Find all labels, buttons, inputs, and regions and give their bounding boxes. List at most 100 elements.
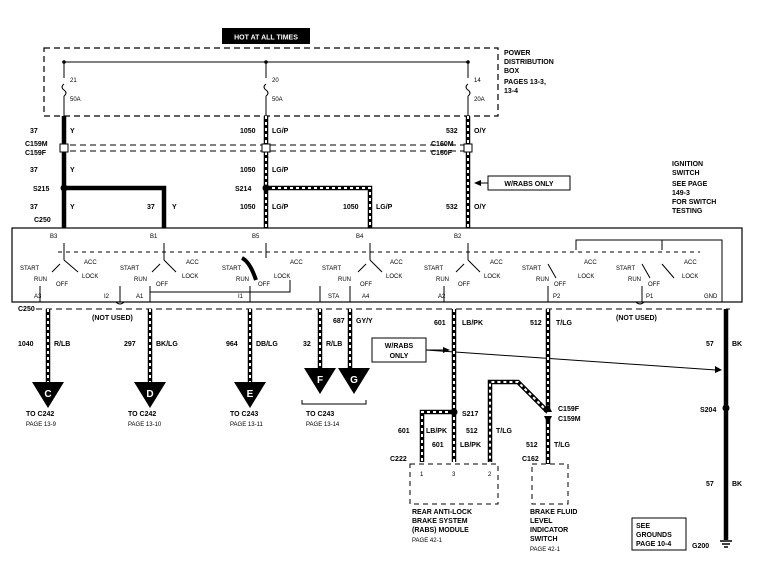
wire-1050-lg-p — [263, 116, 373, 228]
svg-text:LEVEL: LEVEL — [530, 518, 553, 525]
wire-labels-top: 37 Y 37 Y 37 Y 37 Y 1050 LG/P 1050 LG/P … — [30, 128, 486, 211]
arrow-f: F — [304, 368, 336, 394]
svg-text:R/LB: R/LB — [54, 341, 70, 348]
svg-text:PAGE 13-14: PAGE 13-14 — [306, 422, 340, 428]
svg-text:RUN: RUN — [236, 277, 249, 283]
wire-512-t-lg — [487, 309, 551, 464]
splice-s217 — [450, 408, 458, 416]
not-used-label-1: (NOT USED) — [92, 315, 133, 322]
svg-text:20A: 20A — [474, 97, 485, 103]
wire-37-y — [61, 116, 167, 228]
grounds-note-line3: PAGE 10-4 — [636, 541, 671, 548]
svg-text:BK: BK — [732, 341, 742, 348]
svg-text:ACC: ACC — [584, 260, 597, 266]
svg-text:START: START — [120, 266, 139, 272]
svg-text:LOCK: LOCK — [386, 274, 402, 280]
not-used-label-2: (NOT USED) — [616, 315, 657, 322]
svg-text:RUN: RUN — [628, 277, 641, 283]
fg-bracket — [301, 400, 367, 405]
c160f-label: C160F — [431, 150, 453, 157]
svg-text:LB/PK: LB/PK — [426, 428, 447, 435]
svg-text:LG/P: LG/P — [272, 204, 289, 211]
svg-text:ACC: ACC — [186, 260, 199, 266]
svg-text:20: 20 — [272, 78, 279, 84]
svg-text:BK/LG: BK/LG — [156, 341, 178, 348]
s214-label: S214 — [235, 186, 251, 193]
svg-text:2: 2 — [488, 472, 492, 478]
svg-text:601: 601 — [398, 428, 410, 435]
banner-box — [222, 28, 310, 44]
switch-pin-labels: B3 B1 B5 B4 B2 A3 I2 A1 I1 STA A4 A2 P2 … — [34, 234, 718, 300]
c222-label: C222 — [390, 456, 407, 463]
fuse-21: 21 50A — [61, 60, 81, 116]
svg-text:A1: A1 — [136, 294, 144, 300]
svg-text:37: 37 — [147, 204, 155, 211]
svg-text:297: 297 — [124, 341, 136, 348]
svg-text:START: START — [20, 266, 39, 272]
svg-text:B2: B2 — [454, 234, 462, 240]
rabs-only-2-line2: ONLY — [390, 353, 409, 360]
svg-text:LOCK: LOCK — [182, 274, 198, 280]
c159-connector-right — [544, 404, 552, 424]
svg-text:RUN: RUN — [134, 277, 147, 283]
arrow-g: G — [338, 368, 370, 394]
fuse-20: 20 50A — [263, 60, 283, 116]
rabs-module-pins: 1 3 2 — [420, 472, 492, 478]
svg-text:1050: 1050 — [343, 204, 359, 211]
svg-text:ACC: ACC — [84, 260, 97, 266]
svg-text:PAGE 42-1: PAGE 42-1 — [530, 547, 561, 553]
svg-text:21: 21 — [70, 78, 77, 84]
svg-text:O/Y: O/Y — [474, 204, 486, 211]
svg-text:BRAKE SYSTEM: BRAKE SYSTEM — [412, 518, 468, 525]
svg-text:57: 57 — [706, 341, 714, 348]
rabs-only-callout-2 — [371, 337, 427, 363]
svg-text:PAGE 42-1: PAGE 42-1 — [412, 538, 443, 544]
svg-text:PAGE 13-11: PAGE 13-11 — [230, 422, 263, 428]
svg-text:37: 37 — [30, 128, 38, 135]
svg-text:1050: 1050 — [240, 204, 256, 211]
wire-57-label-color: BK — [732, 481, 742, 488]
s217-label: S217 — [462, 411, 478, 418]
svg-text:BOX: BOX — [504, 68, 520, 75]
svg-text:LOCK: LOCK — [578, 274, 594, 280]
c250-top-label: C250 — [34, 217, 51, 224]
c159f-label: C159F — [25, 150, 47, 157]
svg-text:TO C243: TO C243 — [306, 411, 334, 418]
destination-labels: TO C242 PAGE 13-9 TO C242 PAGE 13-10 TO … — [26, 411, 340, 428]
svg-text:RUN: RUN — [436, 277, 449, 283]
c160m-label: C160M — [431, 141, 454, 148]
svg-text:START: START — [424, 266, 443, 272]
c250-bottom-label: C250 — [18, 306, 35, 313]
banner-label: HOT AT ALL TIMES — [234, 35, 298, 42]
rabs-callout-leaders — [425, 347, 722, 373]
svg-text:512: 512 — [530, 320, 542, 327]
svg-text:OFF: OFF — [156, 282, 168, 288]
svg-text:PAGE 13-9: PAGE 13-9 — [26, 422, 57, 428]
svg-text:RUN: RUN — [338, 277, 351, 283]
svg-text:3: 3 — [452, 472, 456, 478]
svg-text:T/LG: T/LG — [496, 428, 512, 435]
svg-text:OFF: OFF — [648, 282, 660, 288]
svg-text:601: 601 — [432, 442, 444, 449]
svg-text:POWER: POWER — [504, 50, 530, 57]
svg-text:50A: 50A — [272, 97, 283, 103]
svg-text:1: 1 — [420, 472, 424, 478]
svg-text:T/LG: T/LG — [556, 320, 572, 327]
svg-text:START: START — [522, 266, 541, 272]
svg-text:LB/PK: LB/PK — [460, 442, 481, 449]
splice-s215 — [60, 184, 68, 192]
svg-text:32: 32 — [303, 341, 311, 348]
svg-text:B3: B3 — [50, 234, 58, 240]
svg-text:LG/P: LG/P — [376, 204, 393, 211]
svg-text:START: START — [616, 266, 635, 272]
svg-text:LOCK: LOCK — [484, 274, 500, 280]
svg-text:D: D — [146, 389, 153, 400]
c162-label: C162 — [522, 456, 539, 463]
c159m-label: C159M — [25, 141, 48, 148]
svg-text:P2: P2 — [553, 294, 561, 300]
rabs-only-label: W/RABS ONLY — [504, 181, 553, 188]
svg-text:P1: P1 — [646, 294, 654, 300]
svg-text:532: 532 — [446, 128, 458, 135]
rabs-only-2-line1: W/RABS — [385, 343, 414, 350]
